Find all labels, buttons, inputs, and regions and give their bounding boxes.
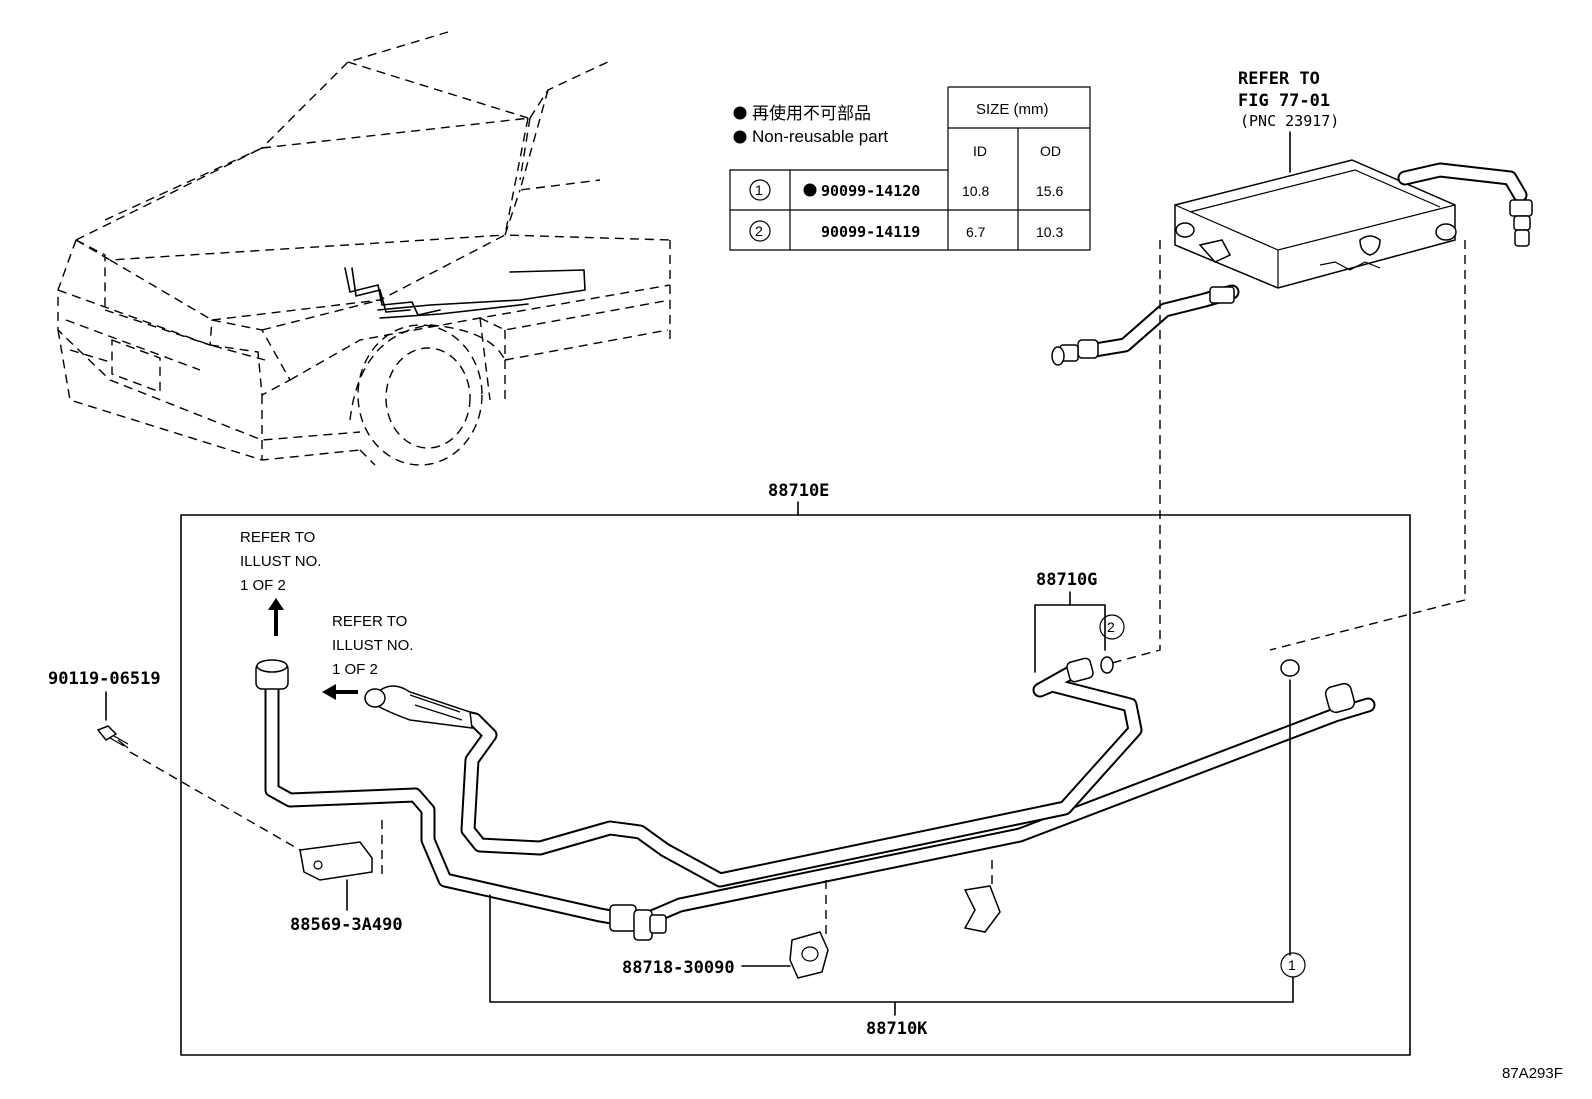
clip-icon	[963, 885, 1001, 933]
o-ring-1	[1280, 659, 1300, 677]
svg-text:1 OF 2: 1 OF 2	[240, 577, 286, 594]
leader-line	[1269, 240, 1466, 651]
part-label-88710k-group: 1 88710K	[489, 679, 1306, 1039]
non-reusable-bullet-icon	[733, 106, 747, 120]
clamp-icon	[299, 841, 373, 881]
non-reusable-bullet-icon	[803, 183, 817, 197]
figure-code: 87A293F	[1502, 1065, 1563, 1082]
assembly-frame: 88710E	[180, 481, 1411, 1056]
size-header: SIZE (mm)	[976, 101, 1049, 118]
oil-cooler-unit	[1051, 159, 1533, 366]
svg-text:FIG 77-01: FIG 77-01	[1238, 91, 1330, 111]
clamp-b-group: 88718-30090	[622, 860, 1001, 979]
svg-text:REFER TO: REFER TO	[240, 529, 315, 546]
part-label-88710e: 88710E	[768, 481, 829, 501]
pipe-junction	[609, 904, 667, 941]
row1-ref: 1	[755, 182, 763, 198]
car-illustration	[57, 31, 671, 466]
svg-text:ILLUST NO.: ILLUST NO.	[332, 637, 413, 654]
part-label-88710k: 88710K	[866, 1019, 928, 1039]
row1-od: 15.6	[1036, 183, 1063, 199]
arrow-up-icon	[268, 598, 284, 636]
svg-text:REFER TO: REFER TO	[1238, 69, 1320, 89]
callout-2-icon	[749, 220, 771, 242]
svg-text:REFER TO: REFER TO	[332, 613, 407, 630]
svg-text:(PNC 23917): (PNC 23917)	[1240, 112, 1339, 130]
leader-line	[1111, 240, 1161, 664]
arrow-left-icon	[322, 684, 358, 700]
bolt-group: 90119-06519	[48, 669, 301, 851]
refer-illust-a: REFER TO ILLUST NO. 1 OF 2	[240, 529, 321, 636]
row2-od: 10.3	[1036, 224, 1063, 240]
part-label-88710g-group: 88710G 2	[1034, 570, 1125, 673]
svg-text:1: 1	[1288, 957, 1296, 973]
svg-text:2: 2	[1107, 619, 1115, 635]
row2-ref: 2	[755, 223, 763, 239]
refer-fig-note: REFER TO FIG 77-01 (PNC 23917)	[1238, 69, 1339, 173]
row1-id: 10.8	[962, 183, 989, 199]
part-label-90119-06519: 90119-06519	[48, 669, 161, 689]
part-label-88710g: 88710G	[1036, 570, 1097, 590]
legend-en-text: Non-reusable part	[752, 127, 888, 146]
col-od-header: OD	[1040, 143, 1061, 159]
o-ring-2	[1100, 656, 1114, 674]
clamp-icon	[789, 931, 829, 979]
svg-text:ILLUST NO.: ILLUST NO.	[240, 553, 321, 570]
col-id-header: ID	[973, 143, 987, 159]
refer-illust-b: REFER TO ILLUST NO. 1 OF 2	[322, 613, 413, 700]
callout-2-icon	[1099, 614, 1125, 640]
clamp-a-group: 88569-3A490	[290, 820, 403, 935]
row2-part-no: 90099-14119	[821, 223, 920, 241]
callout-1-icon	[749, 179, 771, 201]
part-label-88718-30090: 88718-30090	[622, 958, 735, 978]
size-table: SIZE (mm) ID OD 1 90099-14120 10.8 15.6 …	[729, 86, 1091, 251]
part-label-88569-3a490: 88569-3A490	[290, 915, 403, 935]
legend: 再使用不可部品 Non-reusable part	[733, 103, 888, 146]
pipe-88710g	[364, 657, 1143, 888]
row1-part-no: 90099-14120	[821, 182, 920, 200]
bolt-icon	[96, 725, 118, 741]
pipe-88710k	[255, 659, 1376, 930]
svg-text:1 OF 2: 1 OF 2	[332, 661, 378, 678]
non-reusable-bullet-icon	[733, 130, 747, 144]
row2-id: 6.7	[966, 224, 986, 240]
legend-jp-text: 再使用不可部品	[752, 103, 871, 123]
